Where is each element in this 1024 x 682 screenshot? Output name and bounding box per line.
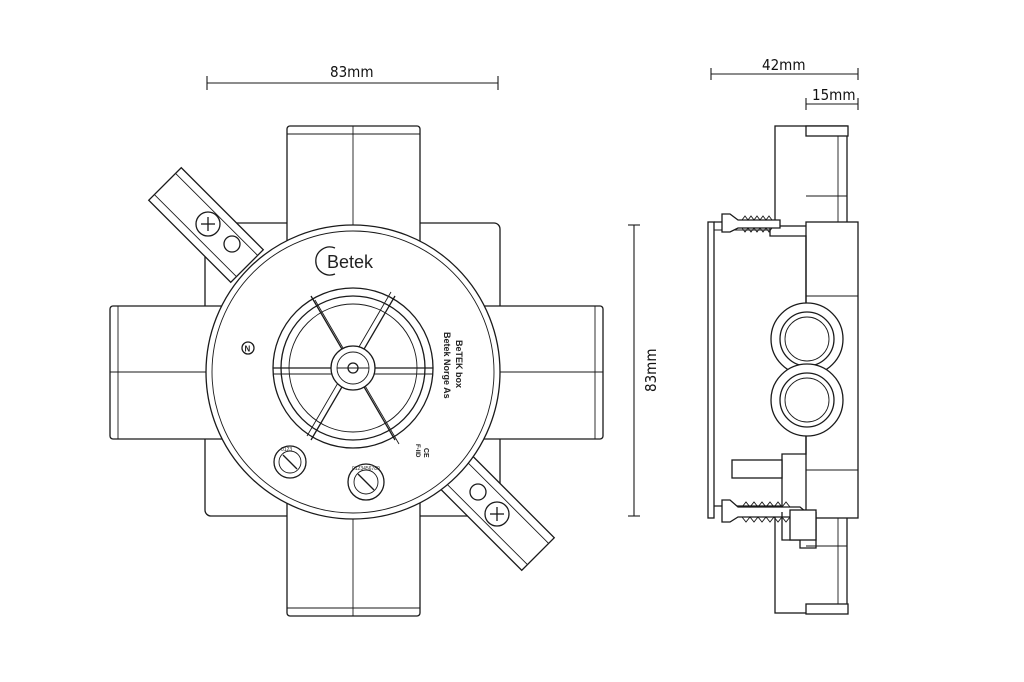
wall-flange [707,221,715,519]
svg-text:0123456789: 0123456789 [352,466,380,472]
conduit-stub-top [774,125,848,227]
mounting-hole [469,483,487,501]
side-view [707,125,859,615]
manufacturer-label: Betek Norge As [442,332,452,399]
cert-mark: F-IID [414,444,420,458]
mounting-hole [223,235,241,253]
front-view: Betek BeTEK box Betek Norge As N CE F-II… [109,125,604,617]
svg-text:42mm: 42mm [762,56,805,74]
date-dial-right: 0123456789 [347,463,385,501]
svg-text:83mm: 83mm [642,349,660,392]
dimension-depth: 42mm [710,56,859,80]
svg-text:N: N [245,345,251,354]
dimension-height: 83mm [628,224,660,517]
dimension-width: 83mm [206,63,499,90]
dimension-flange: 15mm [805,86,859,110]
n-mark-icon: N [241,341,255,355]
svg-text:15mm: 15mm [812,86,855,104]
brand-text: Betek [327,252,374,272]
ce-mark: CE [422,448,429,458]
screw-icon [484,501,510,527]
brand-logo: Betek [315,246,374,276]
svg-text:0123: 0123 [281,447,292,453]
side-knockout-lower [770,363,844,437]
product-label: BeTEK box [454,340,464,388]
svg-text:83mm: 83mm [330,63,373,81]
central-knockout [272,287,434,449]
screw-icon [195,211,221,237]
clip-pin [731,459,783,479]
screw-upper [721,213,781,233]
date-dial-left: 0123 [273,445,307,479]
side-knockout-upper [770,302,844,376]
